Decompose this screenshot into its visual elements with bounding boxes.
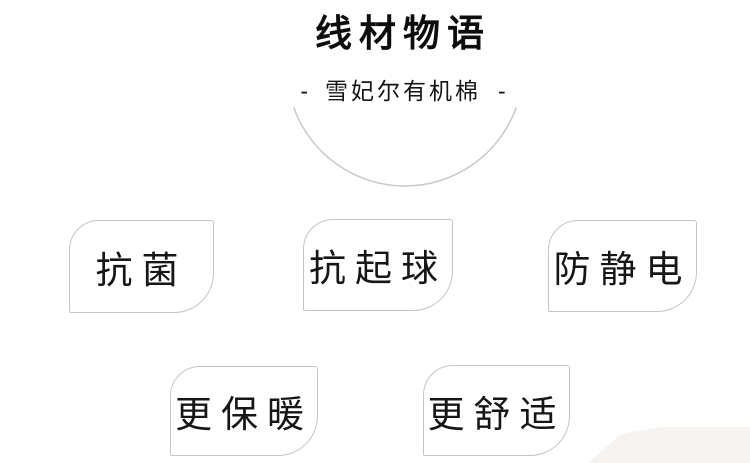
feature-badge-label: 更舒适 (427, 393, 566, 435)
smile-arc-path (293, 107, 517, 187)
feature-badge-label: 更保暖 (175, 394, 313, 435)
bottom-right-background-patch (588, 427, 750, 463)
feature-badge-antibacterial: 抗菌 (69, 220, 214, 313)
section-header: 线材物语 - 雪妃尔有机棉 - (300, 13, 505, 104)
feature-badge-anti-static: 防静电 (548, 220, 697, 312)
page-title: 线材物语 (315, 13, 491, 54)
subtitle-dash-right: - (498, 78, 506, 104)
subtitle: - 雪妃尔有机棉 - (300, 79, 505, 103)
feature-badge-warmer: 更保暖 (170, 366, 318, 456)
feature-badge-label: 抗菌 (95, 249, 188, 291)
feature-badge-more-comfortable: 更舒适 (423, 365, 570, 456)
feature-badge-anti-pilling: 抗起球 (303, 219, 453, 311)
feature-badge-label: 抗起球 (309, 248, 447, 289)
smile-arc-decoration (293, 107, 517, 187)
subtitle-text: 雪妃尔有机棉 (325, 78, 481, 104)
subtitle-dash-left: - (300, 78, 308, 104)
feature-badge-label: 防静电 (553, 249, 692, 290)
